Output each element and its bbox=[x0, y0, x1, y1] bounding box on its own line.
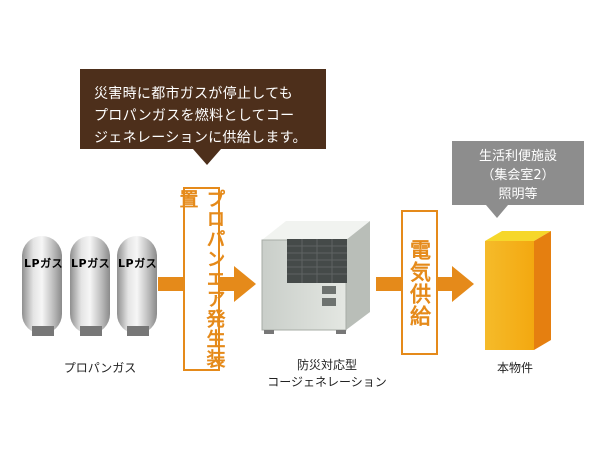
arrow-cogeneration-to-power bbox=[376, 277, 402, 291]
utilities-callout: 生活利便施設 （集会室2） 照明等 bbox=[452, 141, 584, 205]
utilities-line-1: 生活利便施設 bbox=[478, 149, 557, 164]
arrow-tanks-to-generator bbox=[158, 277, 186, 291]
callout-line-2: プロパンガスを燃料としてコー bbox=[94, 108, 295, 124]
propane-tank bbox=[117, 236, 157, 336]
property-caption: 本物件 bbox=[496, 361, 533, 375]
utilities-line-3: 照明等 bbox=[498, 187, 538, 202]
propane-tank bbox=[22, 236, 62, 336]
cogeneration-unit bbox=[261, 221, 370, 334]
callout-box: 災害時に都市ガスが停止しても プロパンガスを燃料としてコー ジェネレーションに供… bbox=[80, 69, 326, 149]
callout-line-1: 災害時に都市ガスが停止しても bbox=[94, 86, 294, 102]
callout-pointer bbox=[193, 149, 221, 165]
utilities-line-2: （集会室2） bbox=[481, 168, 555, 183]
propane-air-generator-label: プロパンエア発生装置 bbox=[176, 187, 226, 371]
propane-caption: プロパンガス bbox=[63, 361, 137, 375]
power-supply-label: 電気供給 bbox=[401, 210, 438, 355]
building-block bbox=[485, 231, 551, 350]
cogeneration-caption-line-2: コージェネレーション bbox=[267, 375, 387, 389]
tank-label: LPガス bbox=[24, 256, 63, 270]
tank-label: LPガス bbox=[118, 256, 157, 270]
callout-line-3: ジェネレーションに供給します。 bbox=[94, 130, 307, 146]
utilities-callout-pointer bbox=[486, 205, 508, 218]
cogeneration-caption: 防災対応型 コージェネレーション bbox=[252, 357, 402, 391]
tank-label: LPガス bbox=[71, 256, 110, 270]
arrow-power-to-building bbox=[438, 266, 474, 302]
propane-tank bbox=[70, 236, 110, 336]
arrow-generator-to-cogeneration bbox=[220, 266, 256, 302]
cogeneration-caption-line-1: 防災対応型 bbox=[296, 358, 357, 372]
